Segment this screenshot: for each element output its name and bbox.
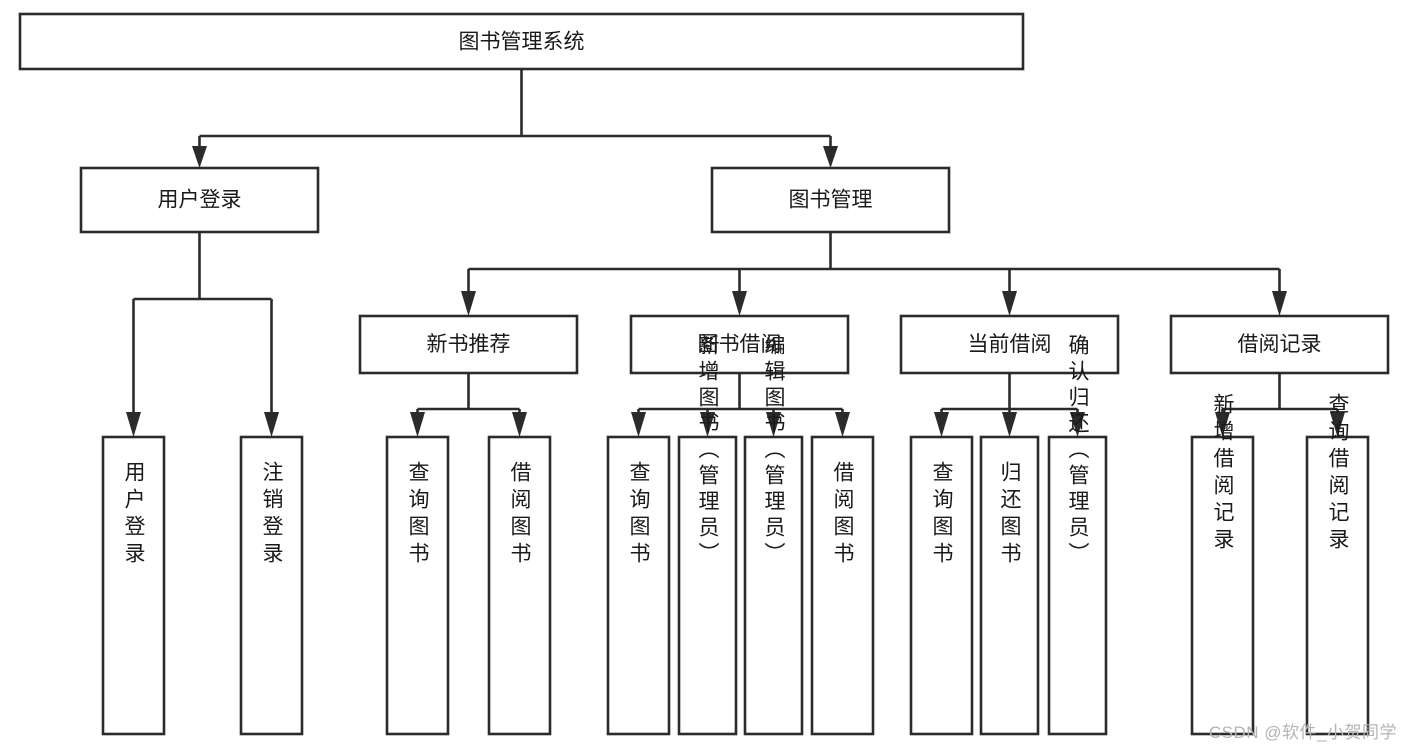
node-leaf-borrow-book-1[interactable]: 借阅图书 — [487, 435, 552, 736]
arrow-head-leaf-user-login — [126, 412, 141, 437]
node-leaf-add-book[interactable]: 新增图书（管理员） — [677, 334, 738, 736]
arrow-head-leaf-return-book — [1002, 412, 1017, 437]
arrow-head-book-manage — [823, 146, 838, 168]
arrow-head-current-borrow — [1002, 291, 1017, 316]
node-leaf-edit-book-label: 编辑图书（管理员） — [762, 334, 786, 568]
node-leaf-confirm-return[interactable]: 确认归还（管理员） — [1047, 334, 1108, 736]
node-borrow-record-label: 借阅记录 — [1238, 333, 1322, 356]
node-leaf-query-book-1-label: 查询图书 — [406, 461, 430, 569]
node-leaf-query-record-box[interactable] — [1305, 435, 1370, 736]
node-current-borrow-box[interactable] — [899, 314, 1120, 375]
arrow-head-leaf-query-book-2 — [631, 412, 646, 437]
node-leaf-query-book-1[interactable]: 查询图书 — [385, 435, 450, 736]
node-leaf-query-book-1-box[interactable] — [385, 435, 450, 736]
node-book-borrow-box[interactable] — [629, 314, 850, 375]
node-leaf-return-book[interactable]: 归还图书 — [979, 435, 1040, 736]
node-leaf-query-book-2[interactable]: 查询图书 — [606, 435, 671, 736]
node-leaf-borrow-book-2[interactable]: 借阅图书 — [810, 435, 875, 736]
node-leaf-add-record-label: 新增借阅记录 — [1211, 393, 1235, 555]
node-leaf-query-record-label: 查询借阅记录 — [1326, 393, 1350, 555]
node-book-manage[interactable]: 图书管理 — [710, 166, 951, 234]
node-new-book-recommend[interactable]: 新书推荐 — [358, 314, 579, 375]
arrow-head-user-login — [192, 146, 207, 168]
node-leaf-user-login-label: 用户登录 — [122, 461, 146, 569]
leaf-layer: 用户登录 注销登录 查询图书 借阅图书 查询图书 新增图书（管理员） — [101, 334, 1370, 736]
node-borrow-record-box[interactable] — [1169, 314, 1390, 375]
arrow-head-borrow-record — [1272, 291, 1287, 316]
connector-layer — [126, 69, 1345, 437]
node-user-login-box[interactable] — [79, 166, 320, 234]
node-leaf-query-record[interactable]: 查询借阅记录 — [1305, 393, 1370, 736]
node-leaf-confirm-return-label: 确认归还（管理员） — [1066, 334, 1090, 568]
node-leaf-add-book-label: 新增图书（管理员） — [696, 334, 720, 568]
node-user-login[interactable]: 用户登录 — [79, 166, 320, 234]
arrow-head-book-borrow — [732, 291, 747, 316]
node-book-manage-label: 图书管理 — [789, 189, 873, 212]
node-leaf-query-book-2-box[interactable] — [606, 435, 671, 736]
node-borrow-record[interactable]: 借阅记录 — [1169, 314, 1390, 375]
arrow-head-leaf-query-book-3 — [934, 412, 949, 437]
node-leaf-return-book-box[interactable] — [979, 435, 1040, 736]
node-current-borrow[interactable]: 当前借阅 — [899, 314, 1120, 375]
node-leaf-return-book-label: 归还图书 — [998, 461, 1022, 569]
node-new-book-recommend-label: 新书推荐 — [427, 333, 511, 356]
node-leaf-borrow-book-1-label: 借阅图书 — [508, 461, 532, 569]
node-book-borrow[interactable]: 图书借阅 — [629, 314, 850, 375]
arrow-head-leaf-query-record — [1330, 412, 1345, 437]
node-leaf-edit-book-box[interactable] — [743, 435, 804, 736]
node-leaf-confirm-return-box[interactable] — [1047, 435, 1108, 736]
node-leaf-borrow-book-1-box[interactable] — [487, 435, 552, 736]
node-leaf-query-book-2-label: 查询图书 — [627, 461, 651, 569]
arrow-head-leaf-borrow-book-2 — [835, 412, 850, 437]
node-leaf-add-record[interactable]: 新增借阅记录 — [1190, 393, 1255, 736]
arrow-head-leaf-confirm-return — [1070, 412, 1085, 437]
node-leaf-user-logout-label: 注销登录 — [260, 461, 284, 569]
node-new-book-recommend-box[interactable] — [358, 314, 579, 375]
node-leaf-user-logout[interactable]: 注销登录 — [239, 435, 304, 736]
node-leaf-query-book-3-box[interactable] — [909, 435, 974, 736]
node-root-box[interactable] — [18, 12, 1025, 71]
arrow-head-leaf-edit-book — [766, 412, 781, 437]
node-leaf-add-record-box[interactable] — [1190, 435, 1255, 736]
node-leaf-borrow-book-2-label: 借阅图书 — [831, 461, 855, 569]
node-leaf-add-book-box[interactable] — [677, 435, 738, 736]
node-current-borrow-label: 当前借阅 — [968, 333, 1052, 356]
node-book-borrow-label: 图书借阅 — [698, 333, 782, 356]
arrow-head-leaf-add-record — [1215, 412, 1230, 437]
node-leaf-edit-book[interactable]: 编辑图书（管理员） — [743, 334, 804, 736]
node-leaf-borrow-book-2-box[interactable] — [810, 435, 875, 736]
arrow-head-leaf-add-book — [700, 412, 715, 437]
node-root[interactable]: 图书管理系统 — [18, 12, 1025, 71]
arrow-head-leaf-query-book-1 — [410, 412, 425, 437]
arrow-head-leaf-borrow-book-1 — [512, 412, 527, 437]
node-leaf-user-login[interactable]: 用户登录 — [101, 435, 166, 736]
node-book-manage-box[interactable] — [710, 166, 951, 234]
node-leaf-user-login-box[interactable] — [101, 435, 166, 736]
node-leaf-user-logout-box[interactable] — [239, 435, 304, 736]
arrow-head-leaf-user-logout — [264, 412, 279, 437]
node-leaf-query-book-3[interactable]: 查询图书 — [909, 435, 974, 736]
arrow-head-new-book-recommend — [461, 291, 476, 316]
node-leaf-query-book-3-label: 查询图书 — [930, 461, 954, 569]
node-root-label: 图书管理系统 — [459, 31, 585, 54]
node-user-login-label: 用户登录 — [158, 189, 242, 212]
